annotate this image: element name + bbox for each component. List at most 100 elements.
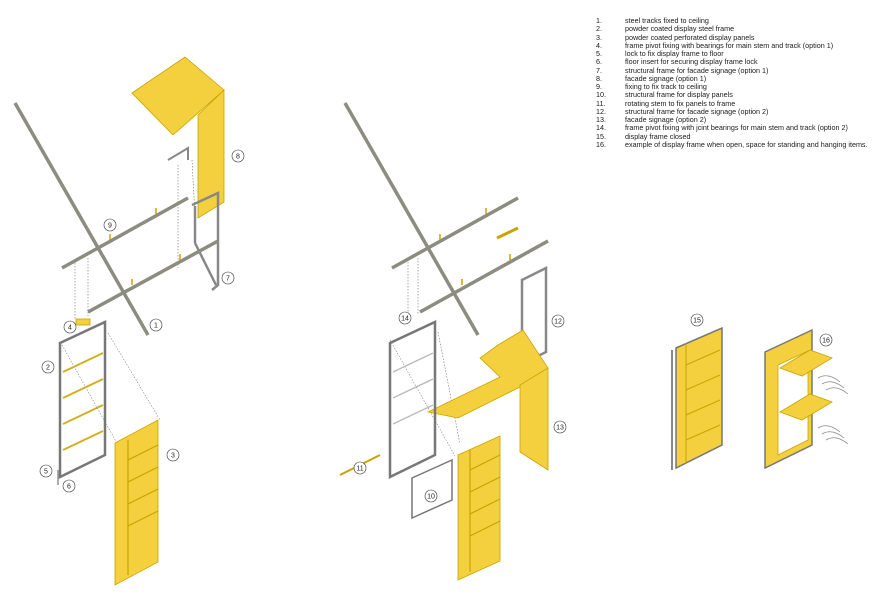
svg-text:10: 10 — [427, 494, 435, 501]
legend-number: 15. — [596, 131, 606, 141]
svg-text:16: 16 — [822, 338, 830, 345]
steel-track-1 — [391, 196, 519, 270]
track-fixings — [109, 208, 181, 285]
legend-text: lock to fix display frame to floor — [625, 50, 724, 58]
legend-text: frame pivot fixing with bearings for mai… — [625, 41, 834, 50]
hanging-items — [817, 375, 849, 445]
display-frame-closed — [671, 326, 723, 470]
callout-5: 5 — [39, 464, 53, 478]
legend-item-3: 3.powder coated perforated display panel… — [596, 32, 871, 42]
steel-track-1 — [61, 196, 189, 270]
signage-frame-main — [191, 191, 220, 291]
legend-number: 3. — [596, 32, 602, 42]
display-frame-rails — [392, 352, 434, 425]
facade-signage-side — [519, 367, 549, 471]
display-frame — [388, 320, 437, 480]
callout-9: 9 — [103, 218, 117, 232]
callout-8: 8 — [231, 149, 245, 163]
legend-text: structural frame for facade signage (opt… — [625, 107, 769, 116]
legend-text: rotating stem to fix panels to frame — [625, 99, 736, 108]
callout-11: 11 — [353, 461, 367, 475]
callout-labels: 1 2 3 4 5 6 7 8 9 10 11 12 13 14 15 16 — [39, 149, 833, 503]
callout-4: 4 — [63, 320, 77, 334]
open-shelf-upper — [779, 349, 833, 377]
legend-number: 10. — [596, 90, 606, 100]
legend-text: powder coated display steel frame — [625, 25, 735, 34]
steel-track-2 — [419, 239, 549, 314]
legend-text: display frame closed — [625, 132, 691, 141]
assembly-option-1 — [13, 56, 225, 586]
svg-text:13: 13 — [556, 425, 564, 432]
signage-frame-top — [496, 226, 519, 240]
display-frame-rails — [62, 352, 104, 451]
legend-text: facade signage (option 2) — [625, 116, 707, 124]
projection-lines — [61, 159, 461, 457]
svg-text:12: 12 — [554, 319, 562, 326]
legend-number: 2. — [596, 24, 602, 34]
display-frame-open — [764, 328, 849, 470]
legend-item-5: 5. lock to fix display frame to floor — [596, 49, 871, 58]
legend-number: 7. — [596, 65, 602, 75]
callout-14: 14 — [398, 311, 412, 325]
signage-frame-top — [167, 146, 189, 161]
facade-signage-top — [426, 329, 549, 419]
svg-text:5: 5 — [44, 469, 48, 476]
callout-1: 1 — [149, 318, 163, 332]
legend-text: steel tracks fixed to ceiling — [625, 17, 709, 25]
panel-shelves — [469, 450, 501, 572]
steel-track-diagonal — [13, 102, 150, 336]
legend-item-15: 15. display frame closed — [596, 131, 871, 141]
legend-text: floor insert for securing display frame … — [625, 58, 758, 67]
facade-signage-side — [197, 89, 225, 219]
callout-12: 12 — [551, 314, 565, 328]
legend-item-10: 10.structural frame for display panels — [596, 90, 871, 100]
legend-item-14: 14. frame pivot fixing with jcint bearing… — [596, 123, 871, 133]
svg-text:2: 2 — [46, 365, 50, 372]
legend-item-13: 13. facade signage (option 2) — [596, 115, 871, 124]
legend-item-8: 8. facade signage (option 1) — [596, 73, 871, 83]
panel-structural-frame — [411, 458, 453, 520]
legend-number: 9. — [596, 82, 602, 91]
display-frame — [58, 320, 107, 480]
legend-text: example of display frame when open, spac… — [625, 140, 868, 149]
legend-number: 13. — [596, 115, 606, 124]
legend-number: 1. — [596, 16, 602, 25]
steel-track-2 — [87, 239, 219, 314]
callout-13: 13 — [553, 420, 567, 434]
svg-text:15: 15 — [693, 318, 701, 325]
legend-item-9: 9. fixing to fix track to ceiling — [596, 82, 871, 91]
legend-number: 6. — [596, 57, 602, 67]
legend-number: 4. — [596, 40, 602, 50]
legend-number: 16. — [596, 139, 606, 149]
svg-text:3: 3 — [171, 453, 175, 460]
svg-text:6: 6 — [67, 484, 71, 491]
legend-number: 12. — [596, 106, 606, 116]
callout-15: 15 — [690, 313, 704, 327]
legend-text: fixing to fix track to ceiling — [625, 83, 707, 91]
svg-text:7: 7 — [226, 276, 230, 283]
svg-text:4: 4 — [68, 325, 72, 332]
legend-text: facade signage (option 1) — [625, 74, 707, 83]
legend: 1. steel tracks fixed to ceiling 2. powder… — [596, 16, 871, 149]
callout-7: 7 — [221, 271, 235, 285]
legend-item-2: 2. powder coated display steel frame — [596, 24, 871, 34]
legend-number: 8. — [596, 73, 602, 83]
legend-item-11: 11. rotating stem to fix panels to frame — [596, 98, 871, 108]
legend-number: 11. — [596, 98, 606, 108]
legend-item-16: 16. example of display frame when open, s… — [596, 139, 871, 149]
legend-item-7: 7. structural frame for facade signage (o… — [596, 65, 871, 75]
svg-text:11: 11 — [356, 466, 363, 473]
legend-item-6: 6. floor insert for securing display fram… — [596, 57, 871, 67]
assembly-option-2 — [339, 102, 549, 581]
svg-text:1: 1 — [154, 323, 158, 330]
legend-text: frame pivot fixing with jcint bearings f… — [625, 124, 848, 133]
callout-2: 2 — [41, 360, 55, 374]
pivot-fixing — [75, 318, 91, 326]
legend-number: 14. — [596, 123, 606, 133]
svg-text:9: 9 — [108, 223, 112, 230]
legend-text: structural frame for facade signage (opt… — [625, 66, 769, 75]
callout-16: 16 — [819, 333, 833, 347]
legend-number: 5. — [596, 49, 602, 58]
perforated-display-panels — [457, 435, 501, 581]
